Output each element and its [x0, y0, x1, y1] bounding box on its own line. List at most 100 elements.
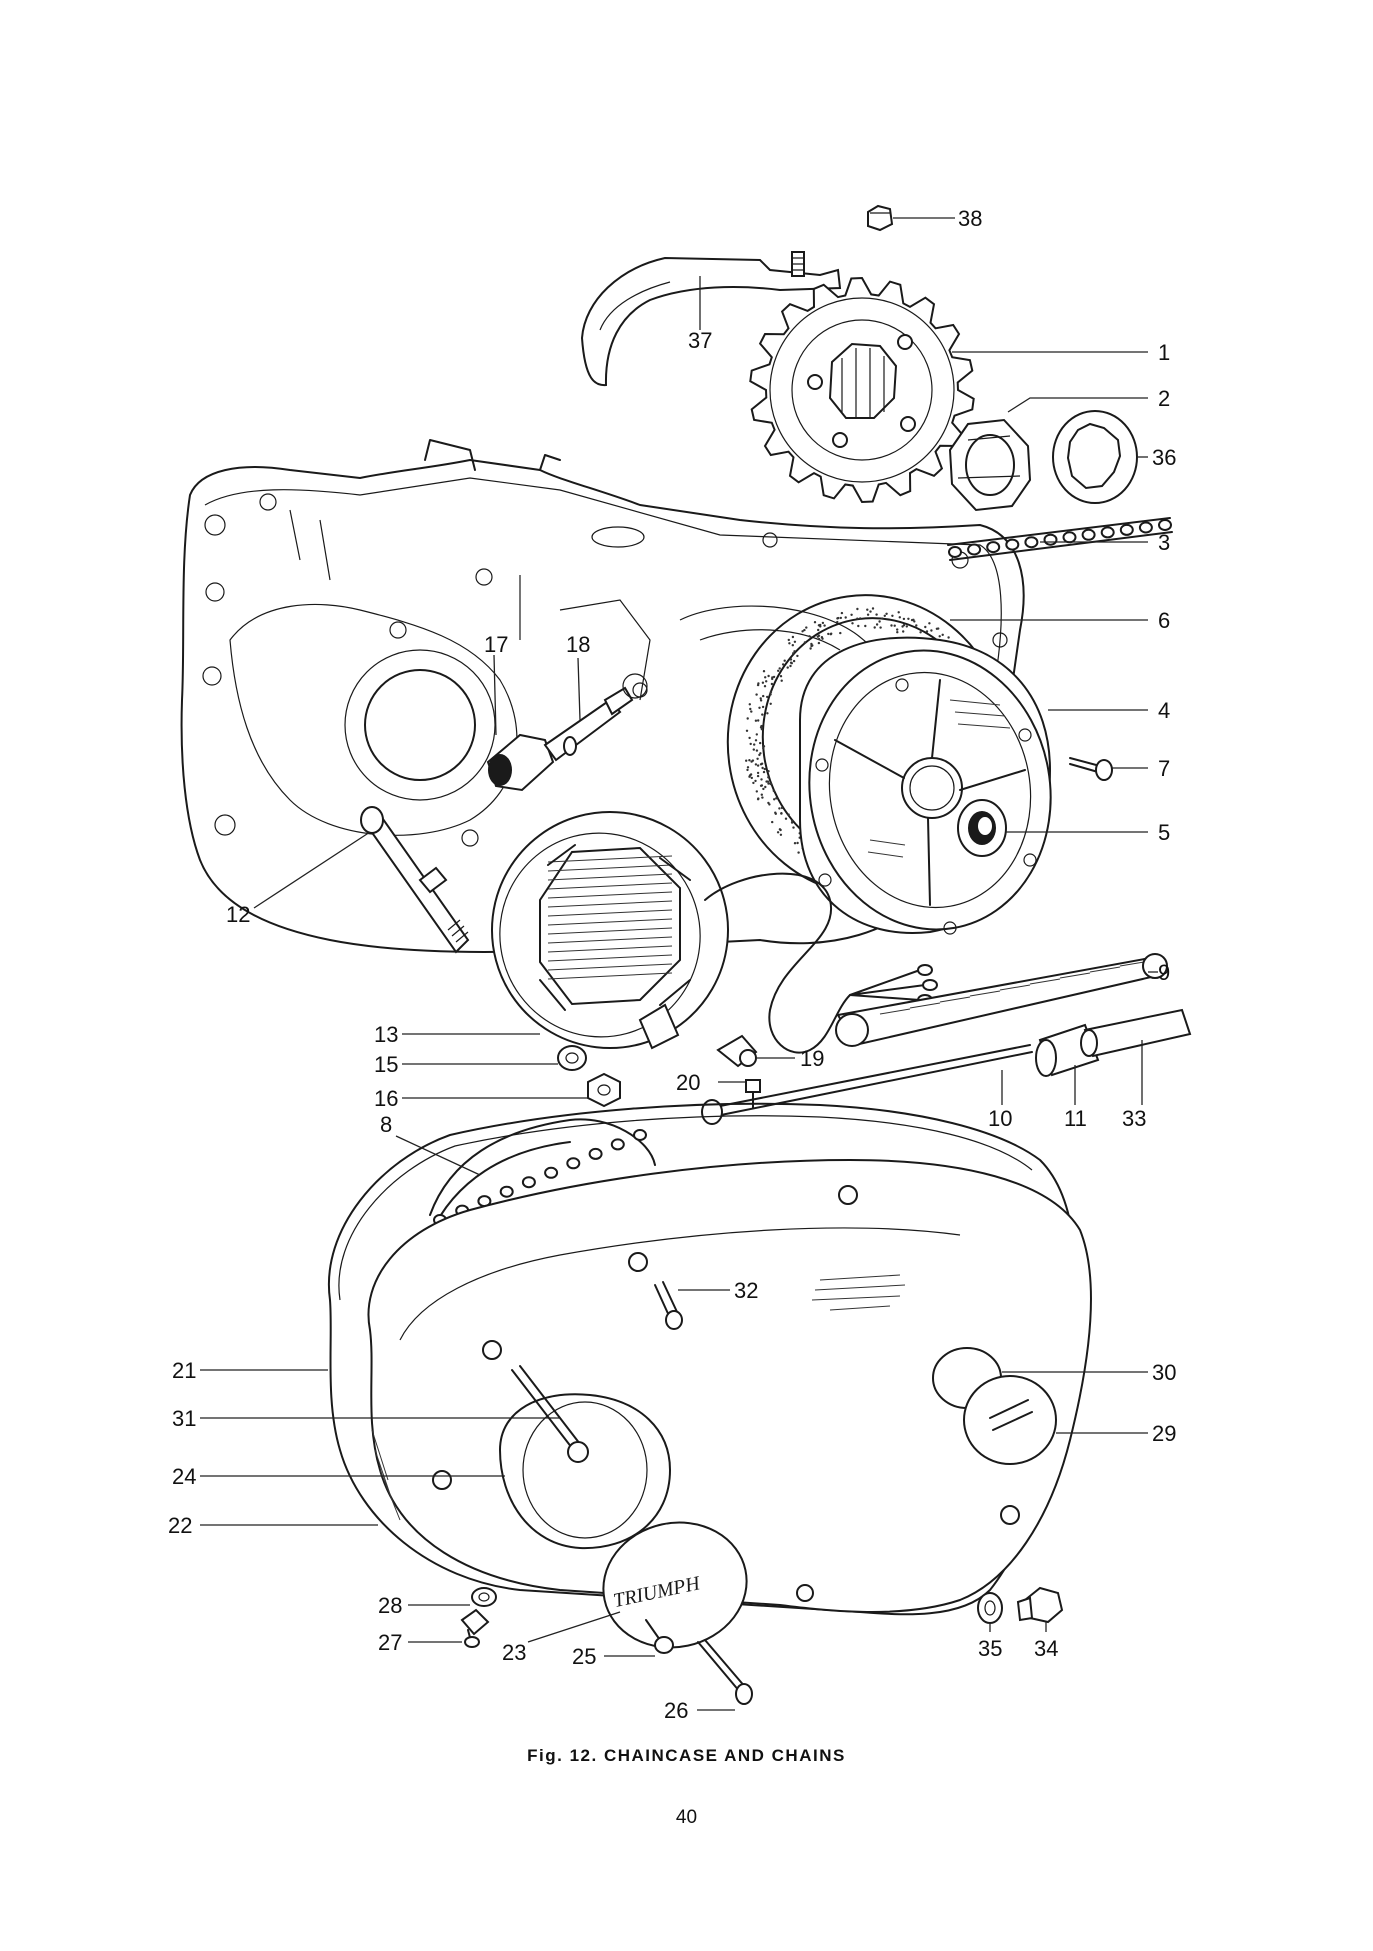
gasket-stipple-dot	[755, 749, 759, 752]
gasket-stipple-dot	[762, 694, 765, 698]
part-10-bolt-drawing	[701, 1044, 1033, 1125]
gasket-stipple-dot	[771, 676, 774, 679]
gasket-stipple-dot	[902, 617, 906, 621]
gasket-stipple-dot	[767, 782, 770, 785]
gasket-stipple-dot	[748, 703, 751, 706]
gasket-stipple-dot	[766, 695, 769, 699]
label-38: 38	[958, 206, 982, 231]
label-24: 24	[172, 1464, 196, 1489]
chain-link	[1119, 523, 1134, 536]
gasket-stipple-dot	[829, 633, 832, 636]
blade-hatch-line	[969, 990, 1001, 997]
gasket-stipple-dot	[935, 627, 939, 630]
gasket-stipple-dot	[839, 616, 842, 620]
gasket-stipple-dot	[769, 691, 773, 694]
label-9: 9	[1158, 960, 1170, 985]
chain-link	[521, 1176, 536, 1189]
gasket-stipple-dot	[763, 767, 766, 771]
label-25: 25	[572, 1644, 596, 1669]
part-1-sprocket-drawing	[749, 276, 975, 504]
label-2: 2	[1158, 386, 1170, 411]
gasket-stipple-dot	[763, 685, 767, 688]
page-number: 40	[675, 1807, 698, 1828]
gasket-stipple-dot	[759, 741, 762, 745]
gasket-stipple-dot	[793, 640, 797, 643]
gasket-stipple-dot	[813, 621, 817, 624]
gasket-stipple-dot	[749, 742, 752, 746]
leader-23	[527, 1611, 621, 1643]
leader-8	[395, 1135, 481, 1176]
label-35: 35	[978, 1636, 1002, 1661]
label-32: 32	[734, 1278, 758, 1303]
gasket-stipple-dot	[756, 798, 760, 801]
gasket-stipple-dot	[769, 693, 772, 696]
label-21: 21	[172, 1358, 196, 1383]
gasket-stipple-dot	[767, 776, 770, 779]
gasket-stipple-dot	[851, 622, 854, 625]
part-13-stator-drawing	[491, 811, 729, 1050]
chain-link	[1158, 519, 1172, 531]
chain-link	[588, 1147, 603, 1160]
gasket-stipple-dot	[754, 763, 758, 766]
label-22: 22	[168, 1513, 192, 1538]
gasket-stipple-dot	[779, 675, 783, 678]
gasket-stipple-dot	[759, 699, 763, 702]
gasket-stipple-dot	[772, 789, 775, 793]
part-38-nut-drawing	[867, 204, 894, 232]
gasket-stipple-dot	[789, 664, 792, 668]
part-5-seal-drawing	[957, 799, 1007, 857]
gasket-stipple-dot	[823, 624, 826, 627]
gasket-stipple-dot	[905, 625, 908, 628]
stator-hatch-line	[547, 936, 673, 944]
gasket-stipple-dot	[750, 710, 753, 713]
leader-2	[1007, 397, 1148, 413]
gasket-stipple-dot	[758, 753, 761, 757]
chain-link	[1043, 533, 1058, 546]
gasket-stipple-dot	[805, 626, 808, 629]
stator-hatch-line	[547, 891, 673, 899]
part-27-bolt-drawing	[460, 1608, 490, 1648]
gasket-stipple-dot	[875, 623, 879, 626]
label-30: 30	[1152, 1360, 1176, 1385]
gasket-stipple-dot	[836, 617, 839, 620]
gasket-stipple-dot	[770, 682, 774, 686]
chain-link	[986, 541, 1001, 554]
label-34: 34	[1034, 1636, 1058, 1661]
stator-hatch-line	[547, 909, 673, 917]
stator-hatch-line	[547, 882, 673, 890]
part-7-screw-drawing	[1069, 757, 1113, 781]
part-3-chain-drawing	[947, 517, 1173, 561]
gasket-stipple-dot	[748, 759, 751, 762]
gasket-stipple-dot	[902, 630, 905, 633]
gasket-stipple-dot	[759, 784, 763, 787]
gasket-stipple-dot	[754, 739, 758, 742]
gasket-stipple-dot	[756, 774, 760, 778]
gasket-stipple-dot	[857, 624, 860, 628]
gasket-stipple-dot	[756, 757, 759, 760]
gasket-stipple-dot	[758, 706, 761, 709]
gasket-stipple-dot	[890, 624, 893, 627]
stator-hatch-line	[547, 954, 673, 962]
figure-caption: Fig. 12. CHAINCASE AND CHAINS	[527, 1746, 846, 1765]
gasket-stipple-dot	[821, 621, 825, 625]
part-33-pin-drawing	[1080, 1008, 1192, 1058]
gasket-stipple-dot	[891, 614, 894, 617]
gasket-stipple-dot	[752, 748, 755, 751]
chain-link	[1138, 521, 1153, 534]
blade-hatch-line	[879, 1008, 911, 1015]
gasket-stipple-dot	[792, 826, 795, 829]
gasket-stipple-dot	[796, 654, 799, 658]
label-36: 36	[1152, 445, 1176, 470]
label-15: 15	[374, 1052, 398, 1077]
gasket-stipple-dot	[817, 637, 821, 641]
part-37-guard-drawing	[580, 251, 842, 387]
gasket-stipple-dot	[924, 625, 927, 629]
gasket-stipple-dot	[796, 841, 799, 845]
chain-link	[544, 1166, 559, 1179]
gasket-stipple-dot	[754, 779, 757, 783]
gasket-stipple-dot	[746, 717, 749, 720]
gasket-stipple-dot	[808, 635, 811, 638]
gasket-stipple-dot	[755, 790, 758, 793]
chain-link	[566, 1157, 581, 1170]
